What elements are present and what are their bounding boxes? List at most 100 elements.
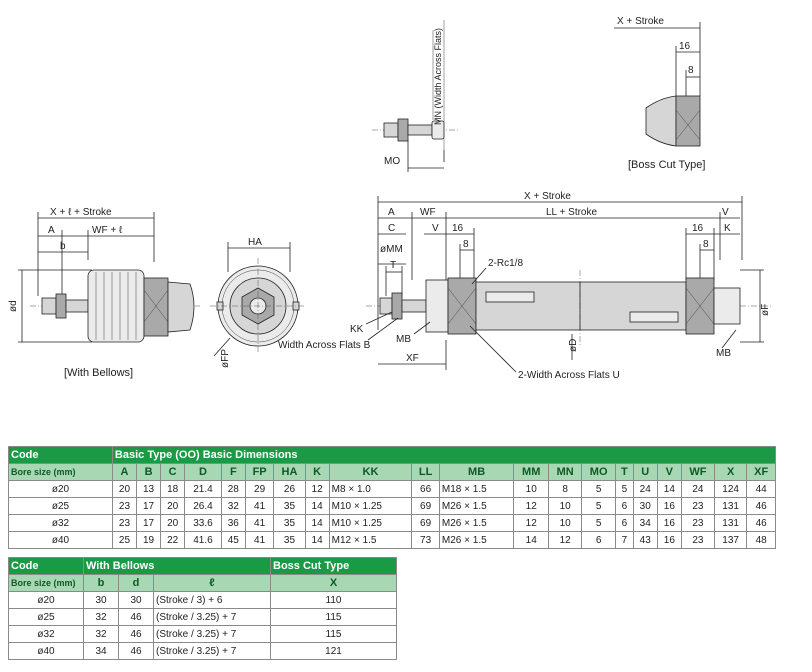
main-view: X + Stroke A WF LL + Stroke V C V 16 8 1… (278, 191, 772, 381)
main-8b-label: 8 (703, 239, 709, 250)
table-cell: 23 (680, 531, 715, 549)
main-rc-label: 2-Rc1/8 (488, 258, 523, 269)
table-cell: 20 (160, 514, 186, 532)
bellows-d-label: ød (8, 300, 19, 312)
table-cell: (Stroke / 3.25) + 7 (153, 642, 271, 660)
table-cell: 16 (656, 531, 682, 549)
mn-label: MN (Width Across Flats) (433, 28, 443, 125)
table-cell: 115 (270, 608, 397, 626)
table-cell: 23 (111, 514, 138, 532)
bore-cell: ø32 (8, 514, 113, 532)
main-v-label: V (722, 207, 729, 218)
table-cell: 46 (118, 625, 154, 643)
table-cell: (Stroke / 3.25) + 7 (153, 608, 271, 626)
table-cell: ø40 (8, 642, 84, 660)
table-cell: ø20 (8, 591, 84, 609)
main-f-label: øF (760, 304, 771, 316)
table-cell: 131 (713, 497, 748, 515)
end-fp-label: øFP (220, 349, 231, 368)
table-cell: ø32 (8, 625, 84, 643)
table-cell: 46 (118, 608, 154, 626)
table-cell: 43 (632, 531, 658, 549)
col-header: HA (273, 463, 306, 481)
table-cell: 26.4 (184, 497, 222, 515)
table-cell: 41.6 (184, 531, 222, 549)
boss-caption: [Boss Cut Type] (628, 159, 705, 171)
bore-cell: ø40 (8, 531, 113, 549)
table-cell: 14 (656, 480, 682, 498)
boss-title: Boss Cut Type (270, 557, 397, 575)
col-header: WF (680, 463, 715, 481)
col-b-header: b (83, 574, 119, 592)
col-header: A (111, 463, 138, 481)
col-header: D (184, 463, 222, 481)
table-cell: M8 × 1.0 (328, 480, 413, 498)
bellows-a-label: A (48, 225, 55, 236)
main-mb-label: MB (396, 334, 411, 345)
technical-drawing: MN (Width Across Flats) MO X + Stroke 16… (8, 16, 772, 381)
bellows-x-label: X + ℓ + Stroke (50, 207, 112, 218)
table-cell: 46 (746, 514, 776, 532)
table-cell: 6 (581, 531, 617, 549)
table-header-row: Bore size (mm) b d ℓ X (8, 574, 397, 592)
basic-title: Basic Type (OO) Basic Dimensions (111, 446, 777, 464)
table-cell: 30 (118, 591, 154, 609)
main-mm-label: øMM (380, 244, 403, 255)
table-cell: 17 (136, 514, 162, 532)
table-cell: 14 (304, 497, 330, 515)
table-cell: 21.4 (184, 480, 222, 498)
table-code-row: Code With Bellows Boss Cut Type (8, 557, 397, 575)
bellows-b-label: b (60, 241, 66, 252)
code-header: Code (8, 446, 113, 464)
bore-cell: ø25 (8, 497, 113, 515)
table-cell: 10 (548, 514, 583, 532)
table-cell: 69 (411, 514, 440, 532)
table-cell: M10 × 1.25 (328, 514, 413, 532)
table-cell: M26 × 1.5 (438, 531, 515, 549)
main-wf-label: WF (420, 207, 436, 218)
table-cell: 25 (111, 531, 138, 549)
col-header: LL (411, 463, 440, 481)
table-cell: 12 (513, 497, 550, 515)
table-cell: 124 (713, 480, 748, 498)
col-header: F (220, 463, 246, 481)
table-cell: 46 (118, 642, 154, 660)
col-header: X (713, 463, 748, 481)
table-cell: 33.6 (184, 514, 222, 532)
main-v2-label: V (432, 223, 439, 234)
col-header: MM (513, 463, 550, 481)
end-view: HA øFP (210, 237, 306, 368)
col-header: C (160, 463, 186, 481)
table-cell: 18 (160, 480, 186, 498)
table-cell: 7 (615, 531, 634, 549)
table-cell: 23 (680, 497, 715, 515)
table-cell: 48 (746, 531, 776, 549)
table-cell: 5 (615, 480, 634, 498)
table-cell: 137 (713, 531, 748, 549)
table-cell: 10 (548, 497, 583, 515)
col-header: XF (746, 463, 776, 481)
table-cell: 110 (270, 591, 397, 609)
table-cell: 12 (548, 531, 583, 549)
table-cell: M26 × 1.5 (438, 497, 515, 515)
col-header: MB (438, 463, 515, 481)
table-cell: 10 (513, 480, 550, 498)
code-header: Code (8, 557, 84, 575)
table-cell: (Stroke / 3) + 6 (153, 591, 271, 609)
boss-16-label: 16 (679, 41, 691, 52)
col-x-header: X (270, 574, 397, 592)
table-cell: 19 (136, 531, 162, 549)
main-8-label: 8 (463, 239, 469, 250)
table-cell: M10 × 1.25 (328, 497, 413, 515)
col-header: MN (548, 463, 583, 481)
table-cell: 26 (273, 480, 306, 498)
table-cell: M18 × 1.5 (438, 480, 515, 498)
